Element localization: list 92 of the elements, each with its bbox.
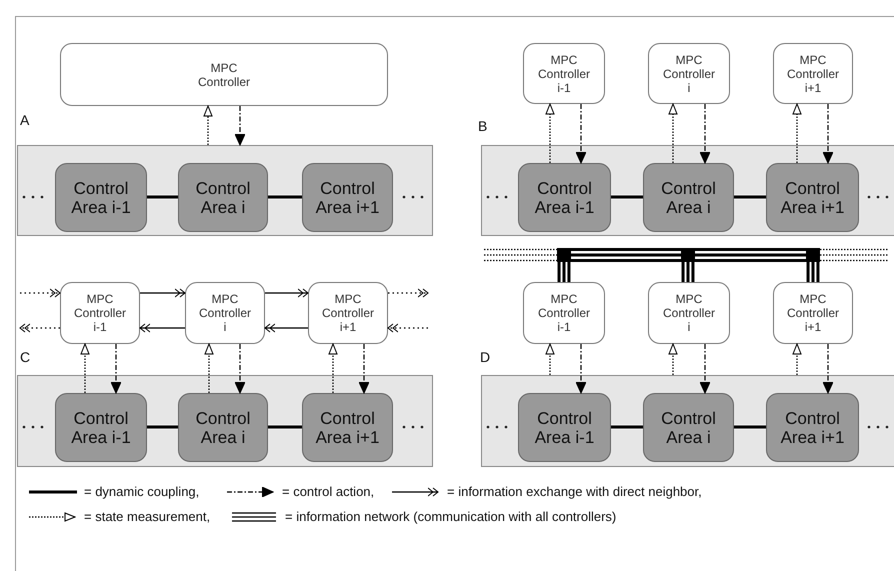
controller-box [523, 43, 605, 104]
coupling-line [611, 196, 643, 198]
panel-letter: A [20, 112, 30, 128]
node-label: MPC Controller i-1 [72, 292, 128, 334]
measurement-arrow [80, 344, 90, 393]
measurement-arrow [546, 104, 554, 163]
control-area-box [178, 393, 268, 462]
network-line [682, 260, 694, 284]
measurement-arrow [792, 344, 802, 375]
panel-letter: D [480, 349, 490, 365]
node-label: MPC Controller i-1 [536, 52, 592, 94]
node-label: Control Area i+1 [314, 178, 380, 216]
network-line [819, 248, 889, 262]
network-line [694, 248, 808, 262]
control-arrow [234, 106, 246, 146]
control-area-box [518, 393, 611, 462]
node-label: MPC Controller i [662, 292, 716, 334]
node-label: Control Area i-1 [534, 178, 596, 216]
legend-text: = information network (communication with all controllers) [285, 509, 616, 524]
measurement-arrow [668, 104, 678, 163]
control-area-box [518, 163, 611, 232]
control-area-box [55, 393, 147, 462]
control-area-box [55, 163, 147, 232]
control-arrow [822, 104, 834, 164]
control-arrow [110, 344, 122, 394]
legend-text: = control action, [282, 484, 374, 499]
coupling-line [147, 426, 178, 428]
measurement-arrow [328, 344, 338, 393]
legend-text: = state measurement, [84, 509, 210, 524]
system-band [481, 375, 894, 467]
legend-text: = dynamic coupling, [84, 484, 200, 499]
node-label: Control Area i [660, 408, 717, 446]
node-label: Control Area i-1 [534, 408, 596, 446]
network-line [483, 248, 558, 262]
node-label: MPC Controller i+1 [320, 292, 376, 334]
controller-box [648, 282, 730, 344]
coupling-line [734, 426, 766, 428]
network-line [570, 248, 682, 262]
node-label: MPC Controller i [198, 292, 252, 334]
node-label: Control Area i-1 [70, 408, 132, 446]
node-label: MPC Controller [196, 60, 252, 88]
network-line [806, 260, 820, 284]
controller-box [773, 43, 853, 104]
measurement-arrow [546, 344, 554, 375]
control-area-box [302, 163, 393, 232]
control-area-box [766, 393, 859, 462]
node-label: MPC Controller i+1 [786, 52, 840, 94]
coupling-line [147, 196, 178, 198]
network-line [558, 260, 570, 284]
node-label: Control Area i+1 [780, 408, 846, 446]
control-arrow [234, 344, 246, 394]
node-label: Control Area i [194, 408, 252, 446]
controller-box [60, 282, 140, 344]
coupling-line [734, 196, 766, 198]
control-arrow [576, 344, 586, 394]
system-band [17, 375, 433, 467]
coupling-line [611, 426, 643, 428]
controller-box [773, 282, 853, 344]
control-area-box [178, 163, 268, 232]
coupling-line [268, 426, 302, 428]
node-label: Control Area i-1 [70, 178, 132, 216]
controller-box [308, 282, 388, 344]
system-band [481, 145, 894, 236]
node-label: MPC Controller i [662, 52, 716, 94]
panel-letter: C [20, 349, 30, 365]
legend-text: = information exchange with direct neighbor, [447, 484, 702, 499]
controller-box [523, 282, 605, 344]
panel-letter: B [478, 118, 488, 134]
measurement-arrow [792, 104, 802, 163]
control-arrow [700, 344, 710, 394]
control-arrow [700, 104, 710, 164]
control-area-box [643, 393, 734, 462]
controller-box [60, 43, 388, 106]
coupling-line [268, 196, 302, 198]
control-area-box [766, 163, 859, 232]
node-label: Control Area i+1 [780, 178, 846, 216]
measurement-arrow [204, 344, 214, 393]
node-label: Control Area i [660, 178, 717, 216]
control-area-box [302, 393, 393, 462]
control-arrow [358, 344, 370, 394]
system-band [17, 145, 433, 236]
node-label: MPC Controller i+1 [786, 292, 840, 334]
node-label: Control Area i+1 [314, 408, 380, 446]
controller-box [185, 282, 265, 344]
node-label: MPC Controller i-1 [536, 292, 592, 334]
controller-box [648, 43, 730, 104]
measurement-arrow [204, 106, 212, 145]
control-area-box [643, 163, 734, 232]
control-arrow [822, 344, 834, 394]
node-label: Control Area i [194, 178, 252, 216]
control-arrow [576, 104, 586, 164]
measurement-arrow [668, 344, 678, 375]
